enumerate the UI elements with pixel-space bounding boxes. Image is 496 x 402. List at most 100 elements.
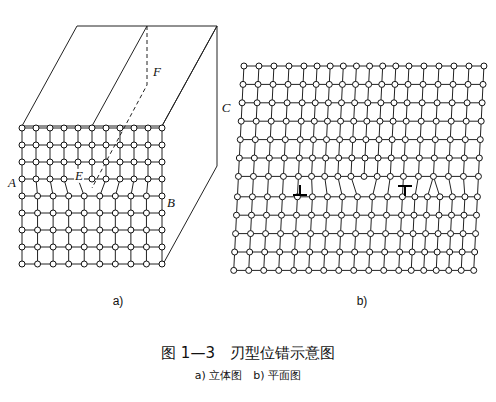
lattice-a — [19, 125, 165, 267]
atom — [309, 155, 315, 161]
atom — [269, 100, 275, 106]
atom — [232, 249, 238, 255]
atom — [412, 194, 418, 200]
atom — [323, 212, 329, 218]
atom — [354, 194, 360, 200]
atom — [131, 125, 137, 131]
atom — [338, 212, 344, 218]
atom — [145, 176, 151, 182]
atom — [312, 100, 318, 106]
atom — [361, 173, 367, 179]
atom — [353, 212, 359, 218]
atom — [33, 176, 39, 182]
atom — [435, 231, 441, 237]
atom — [388, 155, 394, 161]
atom — [338, 231, 344, 237]
atom — [326, 81, 332, 87]
atom — [61, 142, 67, 148]
atom — [464, 100, 470, 106]
atom — [19, 244, 25, 250]
atom — [478, 118, 484, 124]
atom — [381, 267, 387, 273]
atom — [481, 63, 487, 69]
atom — [280, 173, 286, 179]
atom — [233, 231, 239, 237]
atom — [298, 118, 304, 124]
atom — [291, 267, 297, 273]
atom — [323, 155, 329, 161]
atom — [278, 231, 284, 237]
atom — [340, 63, 346, 69]
atom — [480, 81, 486, 87]
atom — [47, 125, 53, 131]
atom — [400, 173, 406, 179]
atom — [374, 173, 380, 179]
atom — [351, 267, 357, 273]
atom — [461, 155, 467, 161]
atom — [431, 155, 437, 161]
atom — [89, 159, 95, 165]
atom — [393, 63, 399, 69]
atom — [283, 118, 289, 124]
atom — [421, 63, 427, 69]
atom — [418, 118, 424, 124]
atom — [296, 155, 302, 161]
cube-drawing — [22, 26, 217, 266]
positive-edge-symbol — [293, 185, 307, 195]
atom — [327, 63, 333, 69]
atom — [301, 63, 307, 69]
atom — [145, 125, 151, 131]
atom — [268, 118, 274, 124]
lattice-b — [231, 63, 487, 273]
atom — [271, 63, 277, 69]
figure-caption: 图 1—3 刃型位错示意图 — [161, 345, 335, 362]
atom — [50, 244, 56, 250]
atom — [323, 231, 329, 237]
atom — [339, 81, 345, 87]
atom — [19, 210, 25, 216]
atom — [277, 249, 283, 255]
atom — [353, 231, 359, 237]
atom — [308, 231, 314, 237]
atom — [19, 227, 25, 233]
atom — [474, 194, 480, 200]
atom — [128, 261, 134, 267]
atom — [47, 159, 53, 165]
atom — [392, 81, 398, 87]
atom — [128, 193, 134, 199]
atom — [437, 194, 443, 200]
atom — [112, 227, 118, 233]
atom — [252, 137, 258, 143]
atom — [97, 227, 103, 233]
atom — [117, 159, 123, 165]
atom — [458, 267, 464, 273]
atom — [352, 249, 358, 255]
atom — [368, 212, 374, 218]
atom — [351, 118, 357, 124]
atom — [306, 267, 312, 273]
atom — [81, 227, 87, 233]
atom — [143, 244, 149, 250]
dislocation-symbol — [293, 185, 412, 196]
atom — [66, 193, 72, 199]
atom — [435, 81, 441, 87]
atom — [266, 155, 272, 161]
atom — [337, 137, 343, 143]
dislocation-line — [92, 26, 147, 188]
atom — [322, 173, 328, 179]
atom — [436, 63, 442, 69]
atom — [285, 81, 291, 87]
atom — [447, 249, 453, 255]
point-label: C — [221, 101, 232, 115]
atom — [33, 142, 39, 148]
atom — [66, 210, 72, 216]
atom — [50, 193, 56, 199]
atom — [112, 193, 118, 199]
atom — [314, 63, 320, 69]
point-label: A — [7, 176, 17, 190]
atom — [383, 231, 389, 237]
atom — [35, 227, 41, 233]
atom — [284, 100, 290, 106]
atom — [363, 137, 369, 143]
atom — [462, 194, 468, 200]
